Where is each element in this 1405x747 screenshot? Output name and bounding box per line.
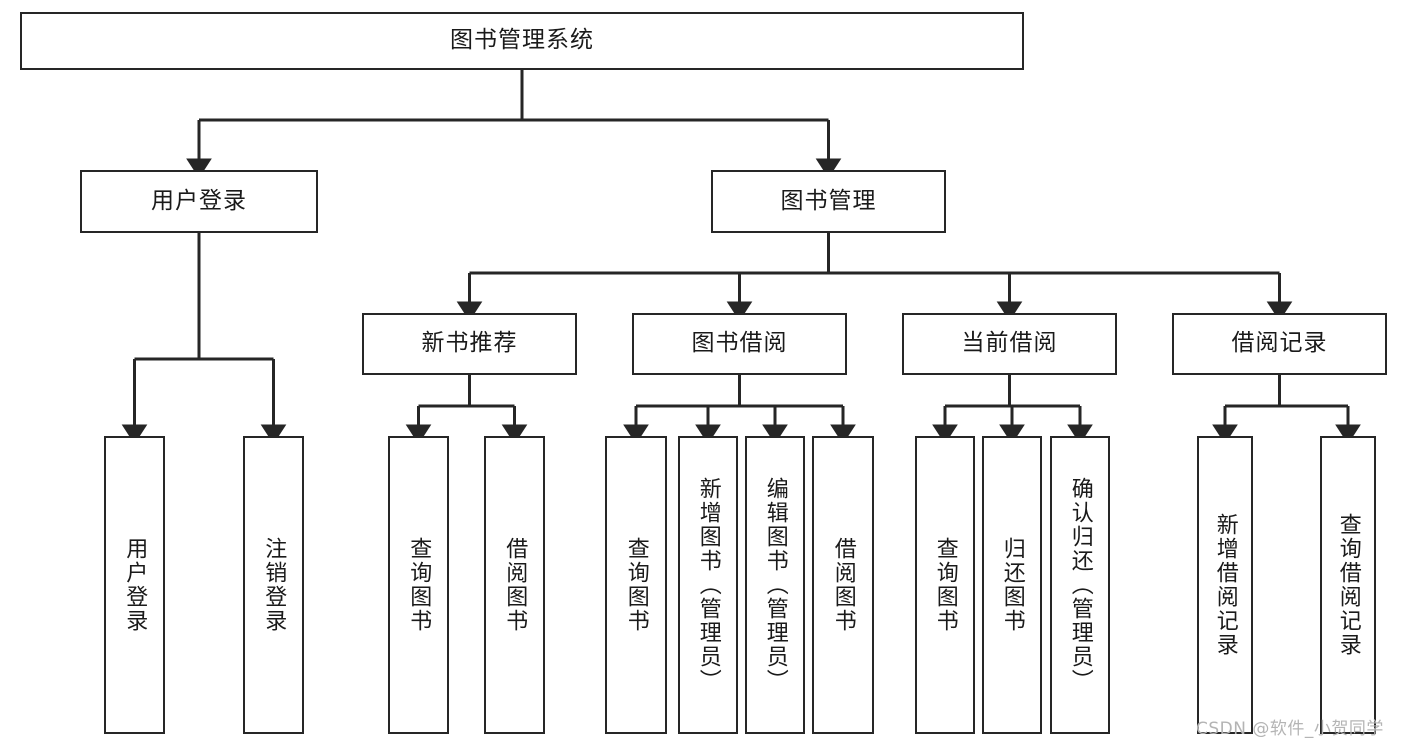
leaf-return-book-label: 归还图书 bbox=[999, 537, 1025, 633]
leaf-borrow-book-recommend[interactable]: 借阅图书 bbox=[484, 436, 545, 734]
leaf-borrow-book-recommend-label: 借阅图书 bbox=[502, 537, 528, 633]
leaf-query-book-recommend-label: 查询图书 bbox=[406, 537, 432, 633]
leaf-return-book[interactable]: 归还图书 bbox=[982, 436, 1042, 734]
node-user-login[interactable]: 用户登录 bbox=[80, 170, 318, 233]
node-book-borrow-label: 图书借阅 bbox=[691, 330, 788, 357]
leaf-query-book-recommend[interactable]: 查询图书 bbox=[388, 436, 449, 734]
node-root[interactable]: 图书管理系统 bbox=[20, 12, 1024, 70]
leaf-query-borrow-record[interactable]: 查询借阅记录 bbox=[1320, 436, 1376, 734]
node-user-login-label: 用户登录 bbox=[151, 187, 247, 214]
node-borrow-record[interactable]: 借阅记录 bbox=[1172, 313, 1387, 375]
leaf-query-book-borrow[interactable]: 查询图书 bbox=[605, 436, 667, 734]
leaf-logout[interactable]: 注销登录 bbox=[243, 436, 304, 734]
leaf-query-borrow-record-label: 查询借阅记录 bbox=[1335, 513, 1361, 657]
leaf-borrow-book[interactable]: 借阅图书 bbox=[812, 436, 874, 734]
node-root-label: 图书管理系统 bbox=[450, 27, 594, 54]
leaf-add-book[interactable]: 新增图书（管理员） bbox=[678, 436, 738, 734]
node-current-borrow[interactable]: 当前借阅 bbox=[902, 313, 1117, 375]
leaf-query-book-borrow-label: 查询图书 bbox=[623, 537, 649, 633]
leaf-add-book-label: 新增图书（管理员） bbox=[695, 477, 721, 693]
leaf-user-login-label: 用户登录 bbox=[122, 537, 148, 633]
leaf-confirm-return[interactable]: 确认归还（管理员） bbox=[1050, 436, 1110, 734]
leaf-edit-book-label: 编辑图书（管理员） bbox=[762, 477, 788, 693]
node-new-book-recommend-label: 新书推荐 bbox=[421, 330, 518, 357]
leaf-edit-book[interactable]: 编辑图书（管理员） bbox=[745, 436, 805, 734]
leaf-user-login[interactable]: 用户登录 bbox=[104, 436, 165, 734]
node-book-manage[interactable]: 图书管理 bbox=[711, 170, 946, 233]
node-book-manage-label: 图书管理 bbox=[780, 187, 877, 214]
node-new-book-recommend[interactable]: 新书推荐 bbox=[362, 313, 577, 375]
leaf-query-book-current[interactable]: 查询图书 bbox=[915, 436, 975, 734]
leaf-confirm-return-label: 确认归还（管理员） bbox=[1067, 477, 1093, 693]
leaf-add-borrow-record-label: 新增借阅记录 bbox=[1212, 513, 1238, 657]
node-book-borrow[interactable]: 图书借阅 bbox=[632, 313, 847, 375]
leaf-query-book-current-label: 查询图书 bbox=[932, 537, 958, 633]
node-borrow-record-label: 借阅记录 bbox=[1231, 330, 1328, 357]
leaf-logout-label: 注销登录 bbox=[261, 537, 287, 633]
node-current-borrow-label: 当前借阅 bbox=[961, 330, 1058, 357]
leaf-add-borrow-record[interactable]: 新增借阅记录 bbox=[1197, 436, 1253, 734]
leaf-borrow-book-label: 借阅图书 bbox=[830, 537, 856, 633]
